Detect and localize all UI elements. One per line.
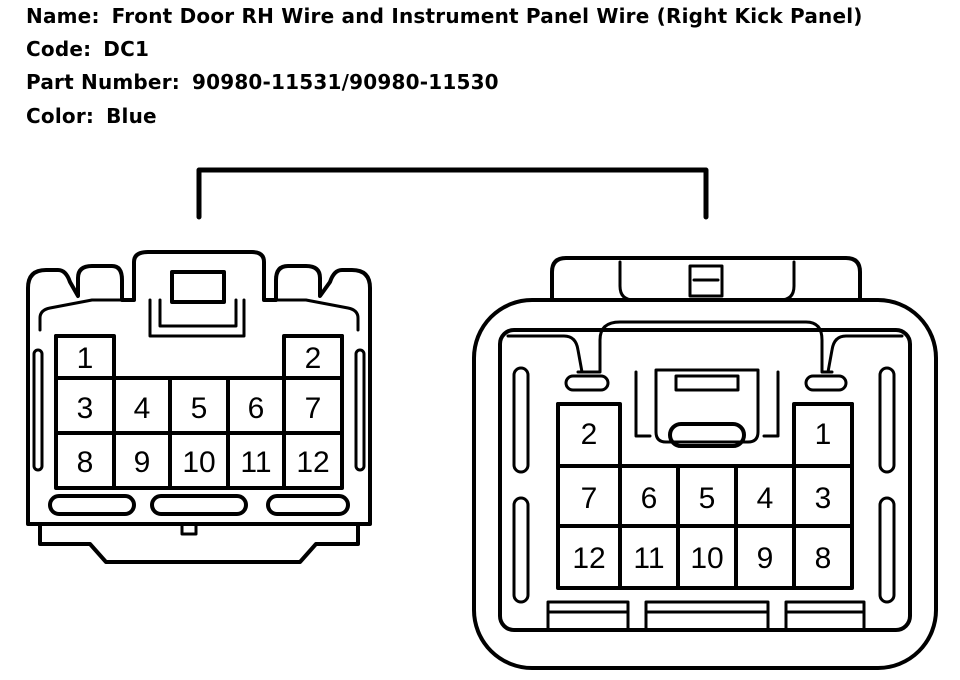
left-pin-label: 3 [77,392,94,425]
name-label: Name: [26,4,100,28]
right-pin-label: 11 [633,542,664,575]
right-pin-label: 12 [572,542,605,575]
right-connector: 2 1 7 6 5 4 3 12 11 10 9 8 [472,256,938,670]
left-connector-skirt [38,522,360,564]
right-pin-label: 2 [581,418,598,451]
right-connector-tab [644,600,770,632]
left-pin-label: 10 [182,446,215,479]
left-pin-label: 6 [248,392,265,425]
left-connector: 1 2 3 4 5 6 7 8 9 10 11 12 [26,250,372,564]
right-pin-label: 9 [757,542,774,575]
part-number-line: Part Number: 90980-11531/90980-11530 [26,70,499,94]
part-number-label: Part Number: [26,70,180,94]
left-connector-slot [266,494,350,516]
left-pin-label: 2 [305,342,322,375]
color-label: Color: [26,104,95,128]
right-connector-tab [546,600,630,632]
mating-bracket-line [196,167,709,220]
connector-name-line: Name: Front Door RH Wire and Instrument P… [26,4,863,28]
right-connector-slot [564,374,610,392]
right-connector-housing [472,298,938,670]
right-pin-label: 1 [815,418,832,451]
left-connector-latch [170,270,226,304]
left-pin-label: 1 [77,342,94,375]
connector-color-line: Color: Blue [26,104,157,128]
right-pin-label: 7 [581,482,598,515]
code-label: Code: [26,37,92,61]
right-connector-slot [804,374,848,392]
left-pin-label: 4 [134,392,151,425]
right-pin-label: 4 [757,482,774,515]
left-pin-label: 7 [305,392,322,425]
left-connector-housing [26,250,372,526]
left-connector-slot [48,494,136,516]
connector-code-line: Code: DC1 [26,37,149,61]
right-pin-label: 8 [815,542,832,575]
right-connector-tab [784,600,866,632]
right-connector-latch [688,264,724,298]
left-pin-label: 5 [191,392,208,425]
right-pin-label: 3 [815,482,832,515]
left-connector-slot [150,494,248,516]
right-pin-label: 6 [641,482,658,515]
left-pin-label: 8 [77,446,94,479]
left-pin-label: 11 [240,446,271,479]
name-value: Front Door RH Wire and Instrument Panel … [111,4,863,28]
left-pin-label: 9 [134,446,151,479]
part-number-value: 90980-11531/90980-11530 [191,70,499,94]
right-pin-label: 10 [690,542,723,575]
color-value: Blue [106,104,157,128]
code-value: DC1 [103,37,150,61]
right-connector-hood [550,256,862,302]
left-pin-label: 12 [296,446,329,479]
right-pin-label: 5 [699,482,716,515]
